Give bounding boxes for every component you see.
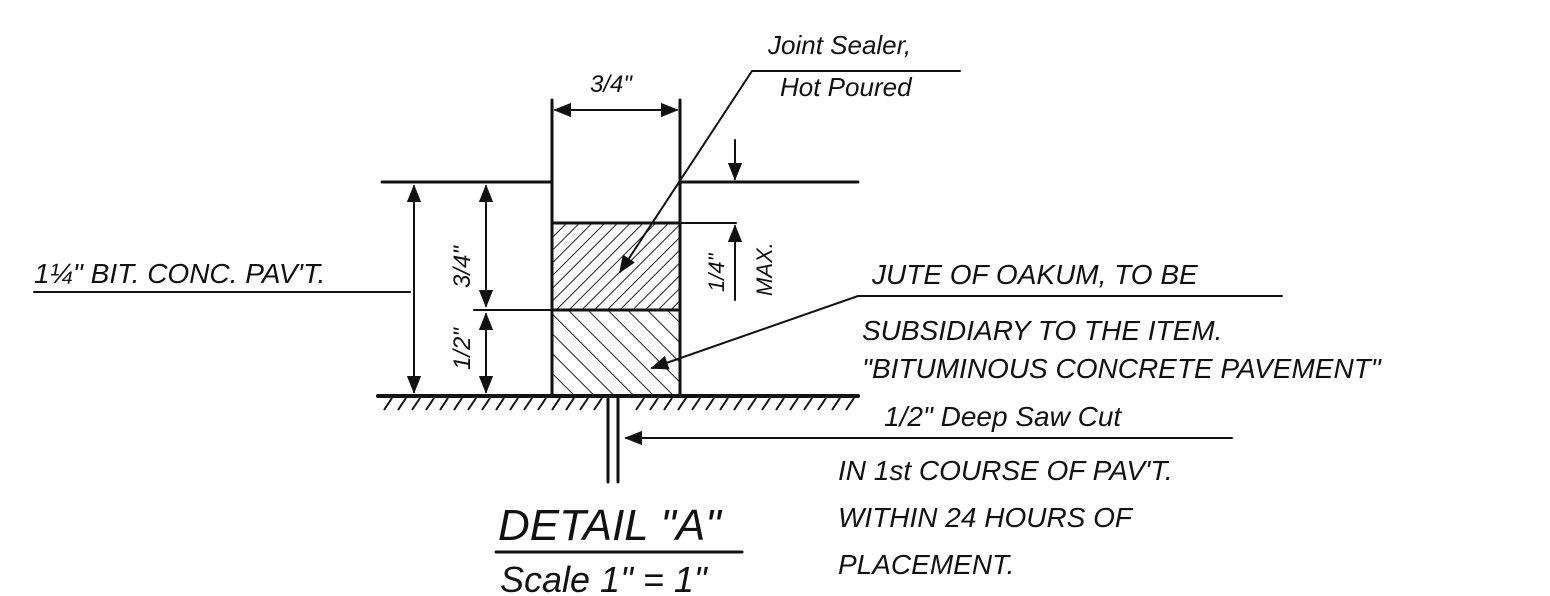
jute-label-line1: JUTE OF OAKUM, TO BE bbox=[871, 259, 1198, 290]
ground-hatch-tick bbox=[565, 397, 575, 411]
dim-recess-max-label: MAX. bbox=[752, 242, 777, 296]
ground-hatch-tick bbox=[705, 397, 715, 411]
ground-hatch-tick bbox=[635, 397, 645, 411]
ground-hatch-tick bbox=[579, 397, 589, 411]
detail-scale: Scale 1" = 1" bbox=[500, 559, 709, 596]
ground-hatching bbox=[383, 397, 855, 411]
jute-leader bbox=[650, 295, 1283, 370]
ground-hatch-tick bbox=[677, 397, 687, 411]
ground-hatch-tick bbox=[845, 397, 855, 411]
ground-hatch-tick bbox=[663, 397, 673, 411]
ground-hatch-tick bbox=[537, 397, 547, 411]
ground-hatch-tick bbox=[481, 397, 491, 411]
ground-hatch-tick bbox=[719, 397, 729, 411]
saw-cut-label-line2: IN 1st COURSE OF PAV'T. bbox=[838, 455, 1173, 486]
dim-width-label: 3/4" bbox=[590, 71, 633, 98]
ground-hatch-tick bbox=[551, 397, 561, 411]
jute-oakum-fill bbox=[550, 308, 682, 398]
ground-hatch-tick bbox=[747, 397, 757, 411]
ground-hatch-tick bbox=[439, 397, 449, 411]
ground-hatch-tick bbox=[803, 397, 813, 411]
ground-hatch-tick bbox=[383, 397, 393, 411]
dim-lower-label: 1/2" bbox=[449, 327, 476, 370]
ground-hatch-tick bbox=[789, 397, 799, 411]
saw-cut-label-line1: 1/2" Deep Saw Cut bbox=[884, 401, 1122, 432]
jute-label-line3: "BITUMINOUS CONCRETE PAVEMENT" bbox=[862, 353, 1382, 384]
pavement-thickness-label: 1¼" BIT. CONC. PAV'T. bbox=[34, 258, 325, 289]
ground-hatch-tick bbox=[495, 397, 505, 411]
ground-hatch-tick bbox=[467, 397, 477, 411]
dim-upper-label: 3/4" bbox=[449, 245, 476, 288]
ground-hatch-tick bbox=[733, 397, 743, 411]
ground-hatch-tick bbox=[831, 397, 841, 411]
dim-recess-label: 1/4" bbox=[704, 252, 729, 292]
ground-hatch-tick bbox=[523, 397, 533, 411]
ground-hatch-tick bbox=[453, 397, 463, 411]
saw-cut-label-line4: PLACEMENT. bbox=[838, 549, 1014, 580]
ground-hatch-tick bbox=[761, 397, 771, 411]
ground-hatch-tick bbox=[509, 397, 519, 411]
jute-label-line2: SUBSIDIARY TO THE ITEM. bbox=[862, 315, 1222, 346]
ground-hatch-tick bbox=[411, 397, 421, 411]
detail-title: DETAIL "A" bbox=[498, 501, 723, 550]
ground-hatch-tick bbox=[593, 397, 603, 411]
ground-hatch-tick bbox=[691, 397, 701, 411]
saw-cut-label-line3: WITHIN 24 HOURS OF bbox=[838, 502, 1134, 533]
ground-hatch-tick bbox=[775, 397, 785, 411]
sealer-label-line1: Joint Sealer, bbox=[767, 30, 911, 60]
joint-sealer-fill bbox=[550, 221, 682, 312]
ground-hatch-tick bbox=[649, 397, 659, 411]
sealer-leader bbox=[619, 70, 961, 274]
ground-hatch-tick bbox=[425, 397, 435, 411]
sealer-label-line2: Hot Poured bbox=[780, 72, 913, 102]
ground-hatch-tick bbox=[397, 397, 407, 411]
ground-hatch-tick bbox=[817, 397, 827, 411]
